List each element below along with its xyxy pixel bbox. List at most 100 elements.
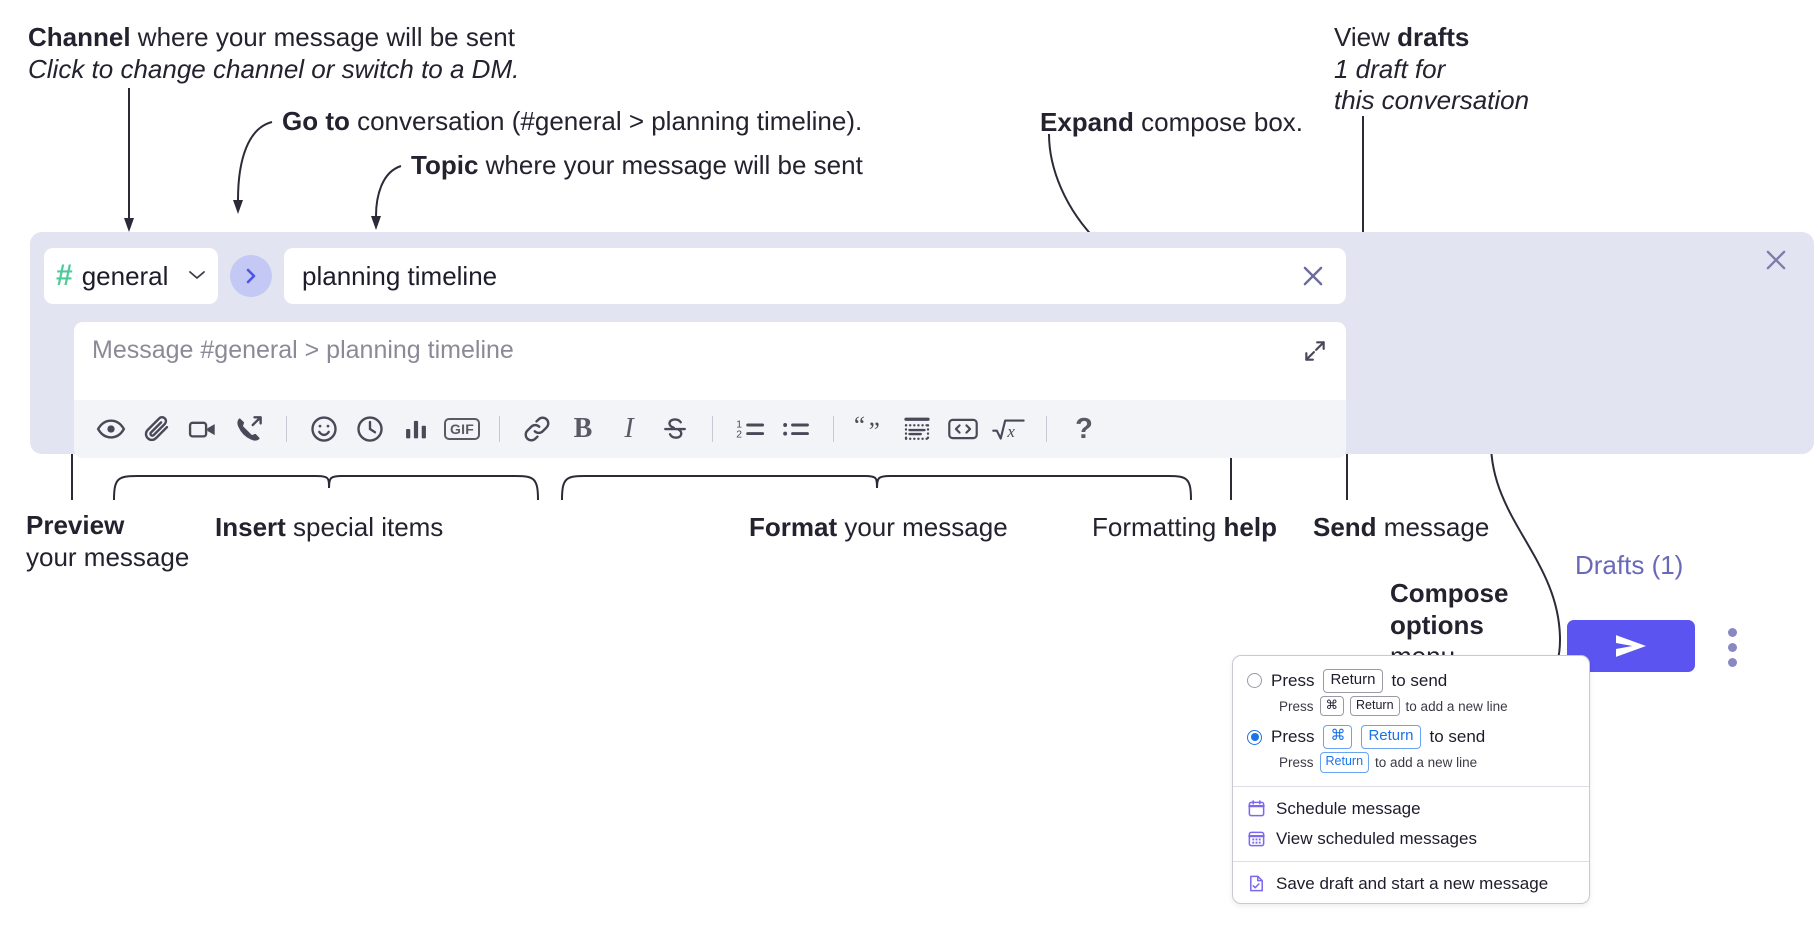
annotation-preview: Preview your message: [26, 510, 189, 573]
toolbar-divider: [712, 416, 713, 442]
key-return: Return: [1350, 695, 1400, 717]
chevron-down-icon: [188, 266, 206, 286]
ordered-list-icon[interactable]: 1 2: [727, 406, 773, 452]
key-command: ⌘: [1319, 695, 1345, 717]
go-to-conversation-button[interactable]: [230, 255, 272, 297]
annotation-topic-bold: Topic: [411, 150, 479, 180]
link-icon[interactable]: [514, 406, 560, 452]
send-option-return-main: Press Return to send: [1247, 669, 1575, 693]
math-icon[interactable]: x: [986, 406, 1032, 452]
option-post: to send: [1391, 670, 1448, 690]
hash-icon: #: [56, 259, 73, 292]
key-return: Return: [1323, 669, 1383, 693]
send-option-return[interactable]: Press Return to send Press ⌘ Return to a…: [1233, 666, 1589, 722]
composer-header-row: # general planning timeline: [44, 248, 1346, 304]
menu-item-view-scheduled[interactable]: View scheduled messages: [1233, 824, 1589, 854]
calendar-schedule-icon: [1247, 799, 1266, 818]
svg-text:x: x: [1006, 422, 1015, 441]
option-pre: Press: [1271, 727, 1315, 747]
annotation-insert-rest: special items: [285, 512, 444, 542]
channel-selector[interactable]: # general: [44, 248, 218, 304]
code-block-icon[interactable]: [894, 406, 940, 452]
toolbar-divider: [286, 416, 287, 442]
expand-icon: [1305, 341, 1325, 361]
svg-text:”: ”: [869, 418, 880, 443]
clock-icon[interactable]: [347, 406, 393, 452]
annotation-insert: Insert special items: [215, 512, 443, 544]
annotation-expand-rest: compose box.: [1133, 107, 1304, 137]
video-clip-icon[interactable]: [180, 406, 226, 452]
attachment-icon[interactable]: [134, 406, 180, 452]
menu-item-schedule-message[interactable]: Schedule message: [1233, 794, 1589, 824]
annotation-format-rest: your message: [837, 512, 1008, 542]
annotation-format: Format your message: [749, 512, 1008, 544]
key-return: Return: [1319, 752, 1370, 773]
menu-item-save-draft[interactable]: Save draft and start a new message: [1233, 869, 1589, 899]
topic-input[interactable]: planning timeline: [284, 248, 1346, 304]
italic-icon[interactable]: I: [606, 406, 652, 452]
compose-options-button[interactable]: [1720, 624, 1744, 670]
send-icon: [1616, 635, 1646, 657]
menu-item-label: Save draft and start a new message: [1276, 873, 1549, 893]
channel-name: general: [81, 260, 169, 291]
italic-label: I: [624, 413, 634, 444]
bulleted-list-icon[interactable]: [773, 406, 819, 452]
option-sub-post: to add a new line: [1405, 698, 1508, 714]
annotation-format-bold: Format: [749, 512, 838, 542]
send-option-cmd-return[interactable]: Press ⌘ Return to send Press Return to a…: [1233, 722, 1589, 778]
drafts-link[interactable]: Drafts (1): [1575, 550, 1684, 580]
emoji-icon[interactable]: [301, 406, 347, 452]
gif-label: GIF: [444, 418, 480, 440]
save-draft-icon: [1247, 874, 1266, 893]
gif-icon[interactable]: GIF: [439, 406, 485, 452]
annotation-help: Formatting help: [1092, 512, 1277, 544]
option-sub-pre: Press: [1279, 698, 1314, 714]
menu-divider: [1233, 860, 1589, 862]
svg-text:2: 2: [736, 430, 742, 441]
annotation-help-bold: help: [1223, 512, 1277, 542]
annotation-channel-italic: Click to change channel or switch to a D…: [28, 53, 520, 84]
help-icon[interactable]: ?: [1061, 406, 1107, 452]
annotation-send-rest: message: [1376, 512, 1490, 542]
compose-options-menu: Press Return to send Press ⌘ Return to a…: [1232, 655, 1590, 904]
annotation-channel-rest: where your message will be sent: [130, 22, 515, 52]
annotation-preview-line2: your message: [26, 541, 190, 572]
option-post: to send: [1429, 727, 1486, 747]
bold-icon[interactable]: B: [560, 406, 606, 452]
blockquote-icon[interactable]: “ ”: [848, 406, 894, 452]
option-sub-pre: Press: [1279, 754, 1314, 770]
chevron-right-icon: [246, 268, 256, 284]
close-composer-button[interactable]: [1758, 242, 1794, 278]
inline-code-icon[interactable]: [940, 406, 986, 452]
audio-clip-icon[interactable]: [226, 406, 272, 452]
annotation-goto: Go to conversation (#general > planning …: [282, 106, 862, 138]
svg-text:1: 1: [736, 419, 742, 430]
close-icon: [1303, 266, 1323, 286]
option-pre: Press: [1271, 670, 1315, 690]
dot: [1727, 627, 1737, 637]
toolbar-divider: [1046, 416, 1047, 442]
annotation-preview-bold: Preview: [26, 510, 125, 540]
preview-icon[interactable]: [88, 406, 134, 452]
annotation-drafts-lead: View: [1334, 22, 1398, 52]
radio-button-selected[interactable]: [1247, 729, 1262, 745]
option-sub-post: to add a new line: [1375, 754, 1478, 770]
strikethrough-icon[interactable]: [652, 406, 698, 452]
expand-compose-button[interactable]: [1298, 334, 1332, 368]
topic-value: planning timeline: [302, 260, 498, 291]
annotation-drafts-bold: drafts: [1397, 22, 1470, 52]
radio-button[interactable]: [1247, 673, 1262, 689]
annotation-compose-bold1: Compose: [1390, 578, 1509, 608]
bold-label: B: [573, 413, 593, 444]
dot: [1727, 657, 1737, 667]
menu-divider: [1233, 785, 1589, 787]
annotation-drafts-italic2: this conversation: [1334, 85, 1530, 116]
key-command: ⌘: [1323, 725, 1353, 750]
menu-item-label: Schedule message: [1276, 798, 1421, 818]
calendar-list-icon: [1247, 829, 1266, 848]
close-icon: [1766, 250, 1786, 270]
annotation-goto-bold: Go to: [282, 106, 350, 136]
clear-topic-button[interactable]: [1296, 259, 1330, 293]
annotation-topic: Topic where your message will be sent: [411, 150, 863, 182]
poll-icon[interactable]: [393, 406, 439, 452]
